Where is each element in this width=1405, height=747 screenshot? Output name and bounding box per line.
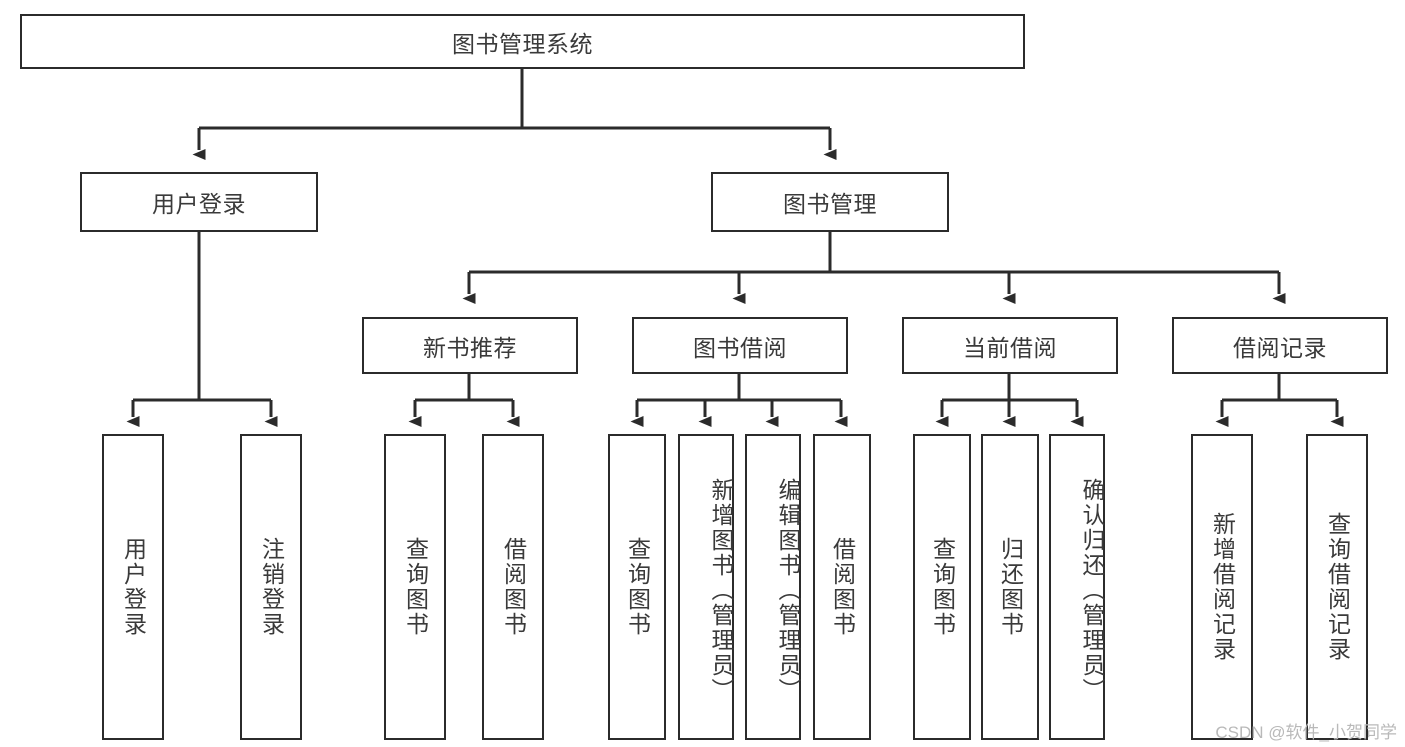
leaf-borrow-book-1[interactable]: 借阅图书 [482,434,544,740]
node-borrow-record-label: 借阅记录 [1233,334,1327,361]
node-borrow-record[interactable]: 借阅记录 [1172,317,1388,374]
leaf-user-login[interactable]: 用户登录 [102,434,164,740]
leaf-borrow-book-1-label: 借阅图书 [500,537,527,637]
leaf-query-book-3[interactable]: 查询图书 [913,434,971,740]
leaf-confirm-return-label: 确认归还（管理员） [1079,477,1105,703]
leaf-query-record-label: 查询借阅记录 [1324,512,1351,662]
leaf-add-record[interactable]: 新增借阅记录 [1191,434,1253,740]
leaf-confirm-return[interactable]: 确认归还（管理员） [1049,434,1105,740]
leaf-return-book-label: 归还图书 [997,537,1024,637]
leaf-user-logout[interactable]: 注销登录 [240,434,302,740]
node-new-book-recommend[interactable]: 新书推荐 [362,317,578,374]
node-book-management-label: 图书管理 [783,191,877,217]
leaf-borrow-book-2-label: 借阅图书 [829,537,856,637]
node-current-borrow-label: 当前借阅 [963,334,1057,361]
leaf-query-book-2-label: 查询图书 [624,537,651,637]
node-book-management[interactable]: 图书管理 [711,172,949,232]
node-user-login[interactable]: 用户登录 [80,172,318,232]
node-root[interactable]: 图书管理系统 [20,14,1025,69]
leaf-user-login-label: 用户登录 [120,537,147,637]
leaf-user-logout-label: 注销登录 [258,537,285,637]
leaf-query-book-2[interactable]: 查询图书 [608,434,666,740]
leaf-add-record-label: 新增借阅记录 [1209,512,1236,662]
leaf-borrow-book-2[interactable]: 借阅图书 [813,434,871,740]
leaf-query-book-1-label: 查询图书 [402,537,429,637]
node-root-label: 图书管理系统 [452,30,593,57]
leaf-edit-book-label: 编辑图书（管理员） [775,477,801,703]
leaf-query-book-1[interactable]: 查询图书 [384,434,446,740]
node-book-borrow-label: 图书借阅 [693,334,787,361]
leaf-add-book[interactable]: 新增图书（管理员） [678,434,734,740]
leaf-query-record[interactable]: 查询借阅记录 [1306,434,1368,740]
leaf-query-book-3-label: 查询图书 [929,537,956,637]
node-user-login-label: 用户登录 [152,191,246,217]
leaf-edit-book[interactable]: 编辑图书（管理员） [745,434,801,740]
node-book-borrow[interactable]: 图书借阅 [632,317,848,374]
node-new-book-recommend-label: 新书推荐 [423,334,517,361]
leaf-return-book[interactable]: 归还图书 [981,434,1039,740]
node-current-borrow[interactable]: 当前借阅 [902,317,1118,374]
leaf-add-book-label: 新增图书（管理员） [708,477,734,703]
